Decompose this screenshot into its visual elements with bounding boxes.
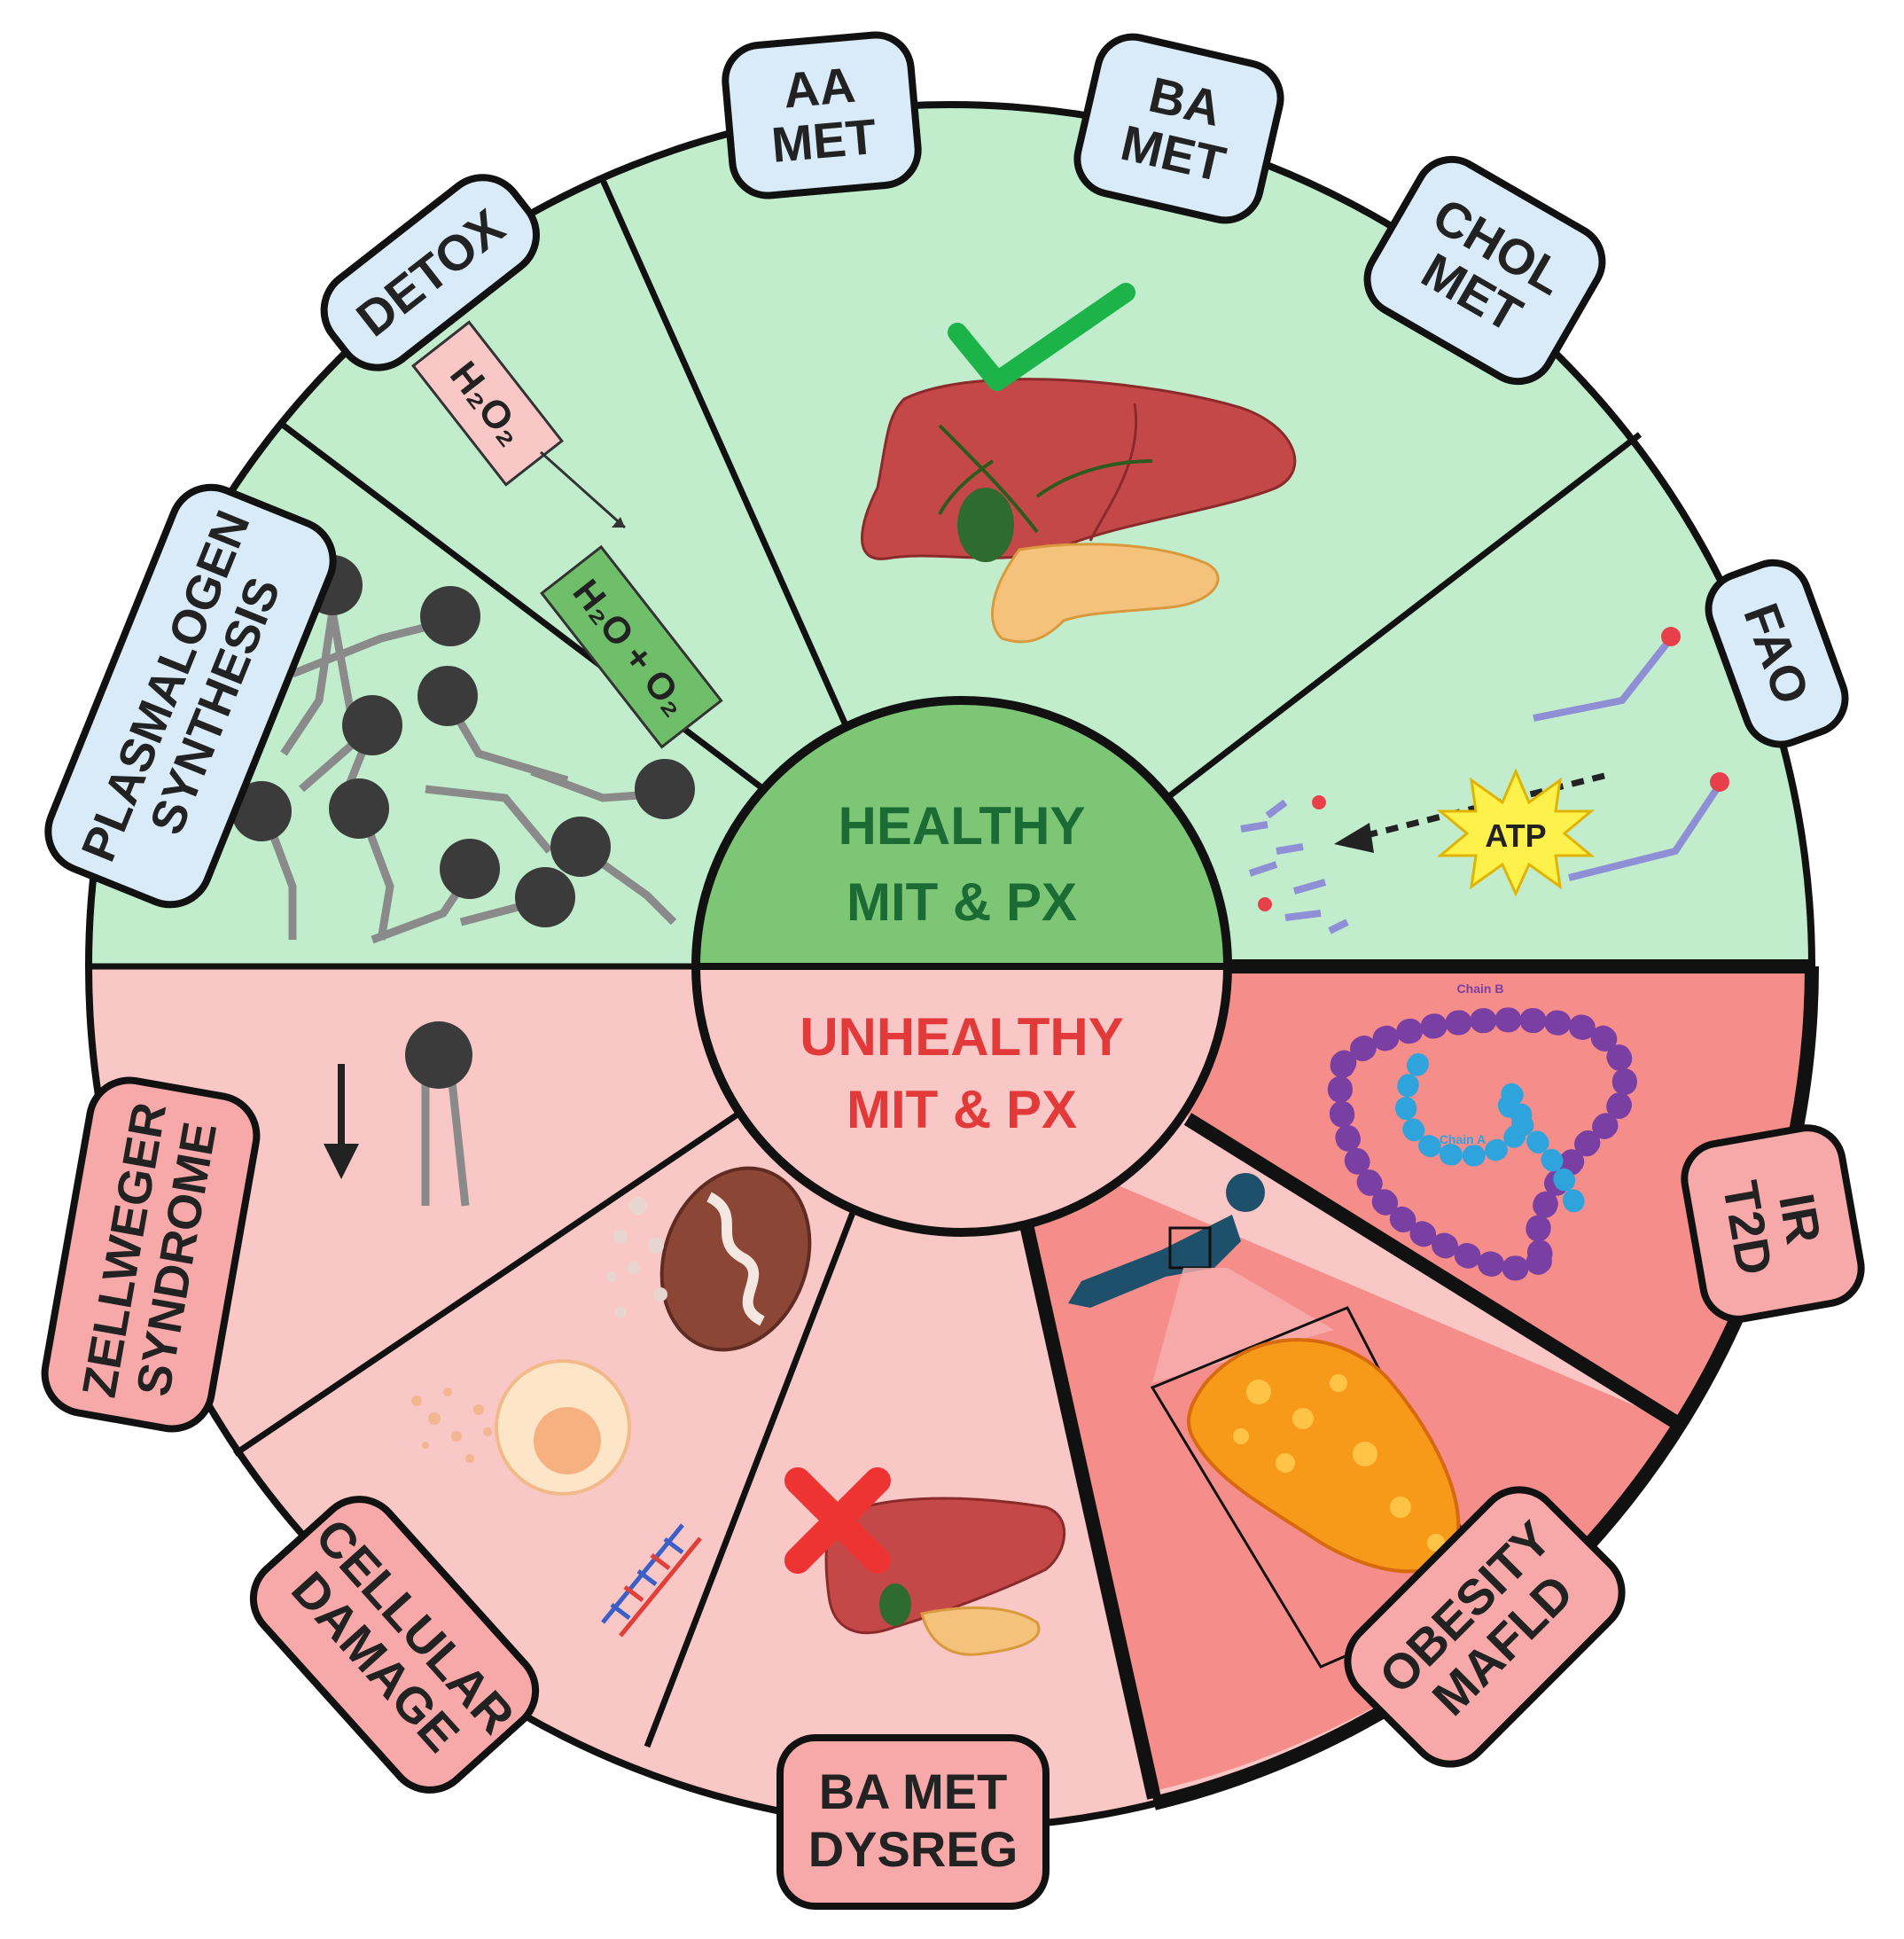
center-hub: HEALTHY MIT & PX UNHEALTHY MIT & PX [691,696,1232,1237]
cell-damage-icon [411,1359,631,1496]
fatty-acid-heads [1258,627,1729,911]
single-phospholipid-icon [405,1021,472,1207]
label-aa-met-line2: MET [769,108,878,173]
label-fao[interactable]: FAO [1698,553,1854,754]
insulin-chain-icon: Chain B Chain A [1327,981,1637,1281]
liver-check-icon [861,283,1297,644]
chain-a-label: Chain A [1440,1132,1486,1146]
atp-label: ATP [1485,817,1546,854]
label-aa-met-line1: AA [781,57,857,119]
mitochondrion-icon [606,1166,812,1352]
h2o2-box [411,320,564,487]
thick-dividers [1017,959,1815,1800]
label-ir-t2d[interactable]: IR T2D [1679,1122,1867,1325]
label-ba-met-dysreg-line1: BA MET [819,1763,1008,1819]
healthy-dividers [281,178,1643,805]
unhealthy-title-line1: UNHEALTHY [800,1007,1124,1067]
label-ir-t2d-line1: IR [1768,1189,1832,1247]
phospholipid-heads [231,555,695,927]
liver-cross-icon [784,1467,1066,1656]
label-plasmalogen[interactable]: PLASMALOGEN SYNTHESIS [36,475,345,917]
fatty-acid-icon [1240,636,1723,934]
label-chol-met[interactable]: CHOL MET [1354,146,1615,395]
healthy-title-line2: MIT & PX [847,872,1077,932]
unhealthy-dividers [233,1110,859,1748]
label-ba-met-dysreg[interactable]: BA MET DYSREG [776,1734,1050,1910]
chain-b-label: Chain B [1457,981,1504,996]
label-zellweger[interactable]: ZELLWEGER SYNDROME [38,1074,262,1435]
down-arrow-icon [324,1064,359,1179]
healthy-title-line1: HEALTHY [839,796,1086,856]
atp-burst-icon: ATP [1334,768,1605,897]
label-ba-met[interactable]: BA MET [1070,30,1287,228]
ultrasound-icon [1068,1173,1334,1383]
unhealthy-title-line2: MIT & PX [847,1080,1077,1139]
label-ba-met-dysreg-line2: DYSREG [808,1821,1018,1877]
h2o-box [540,544,723,749]
label-aa-met[interactable]: AA MET [722,31,922,199]
dna-damage-icon [601,1523,702,1638]
